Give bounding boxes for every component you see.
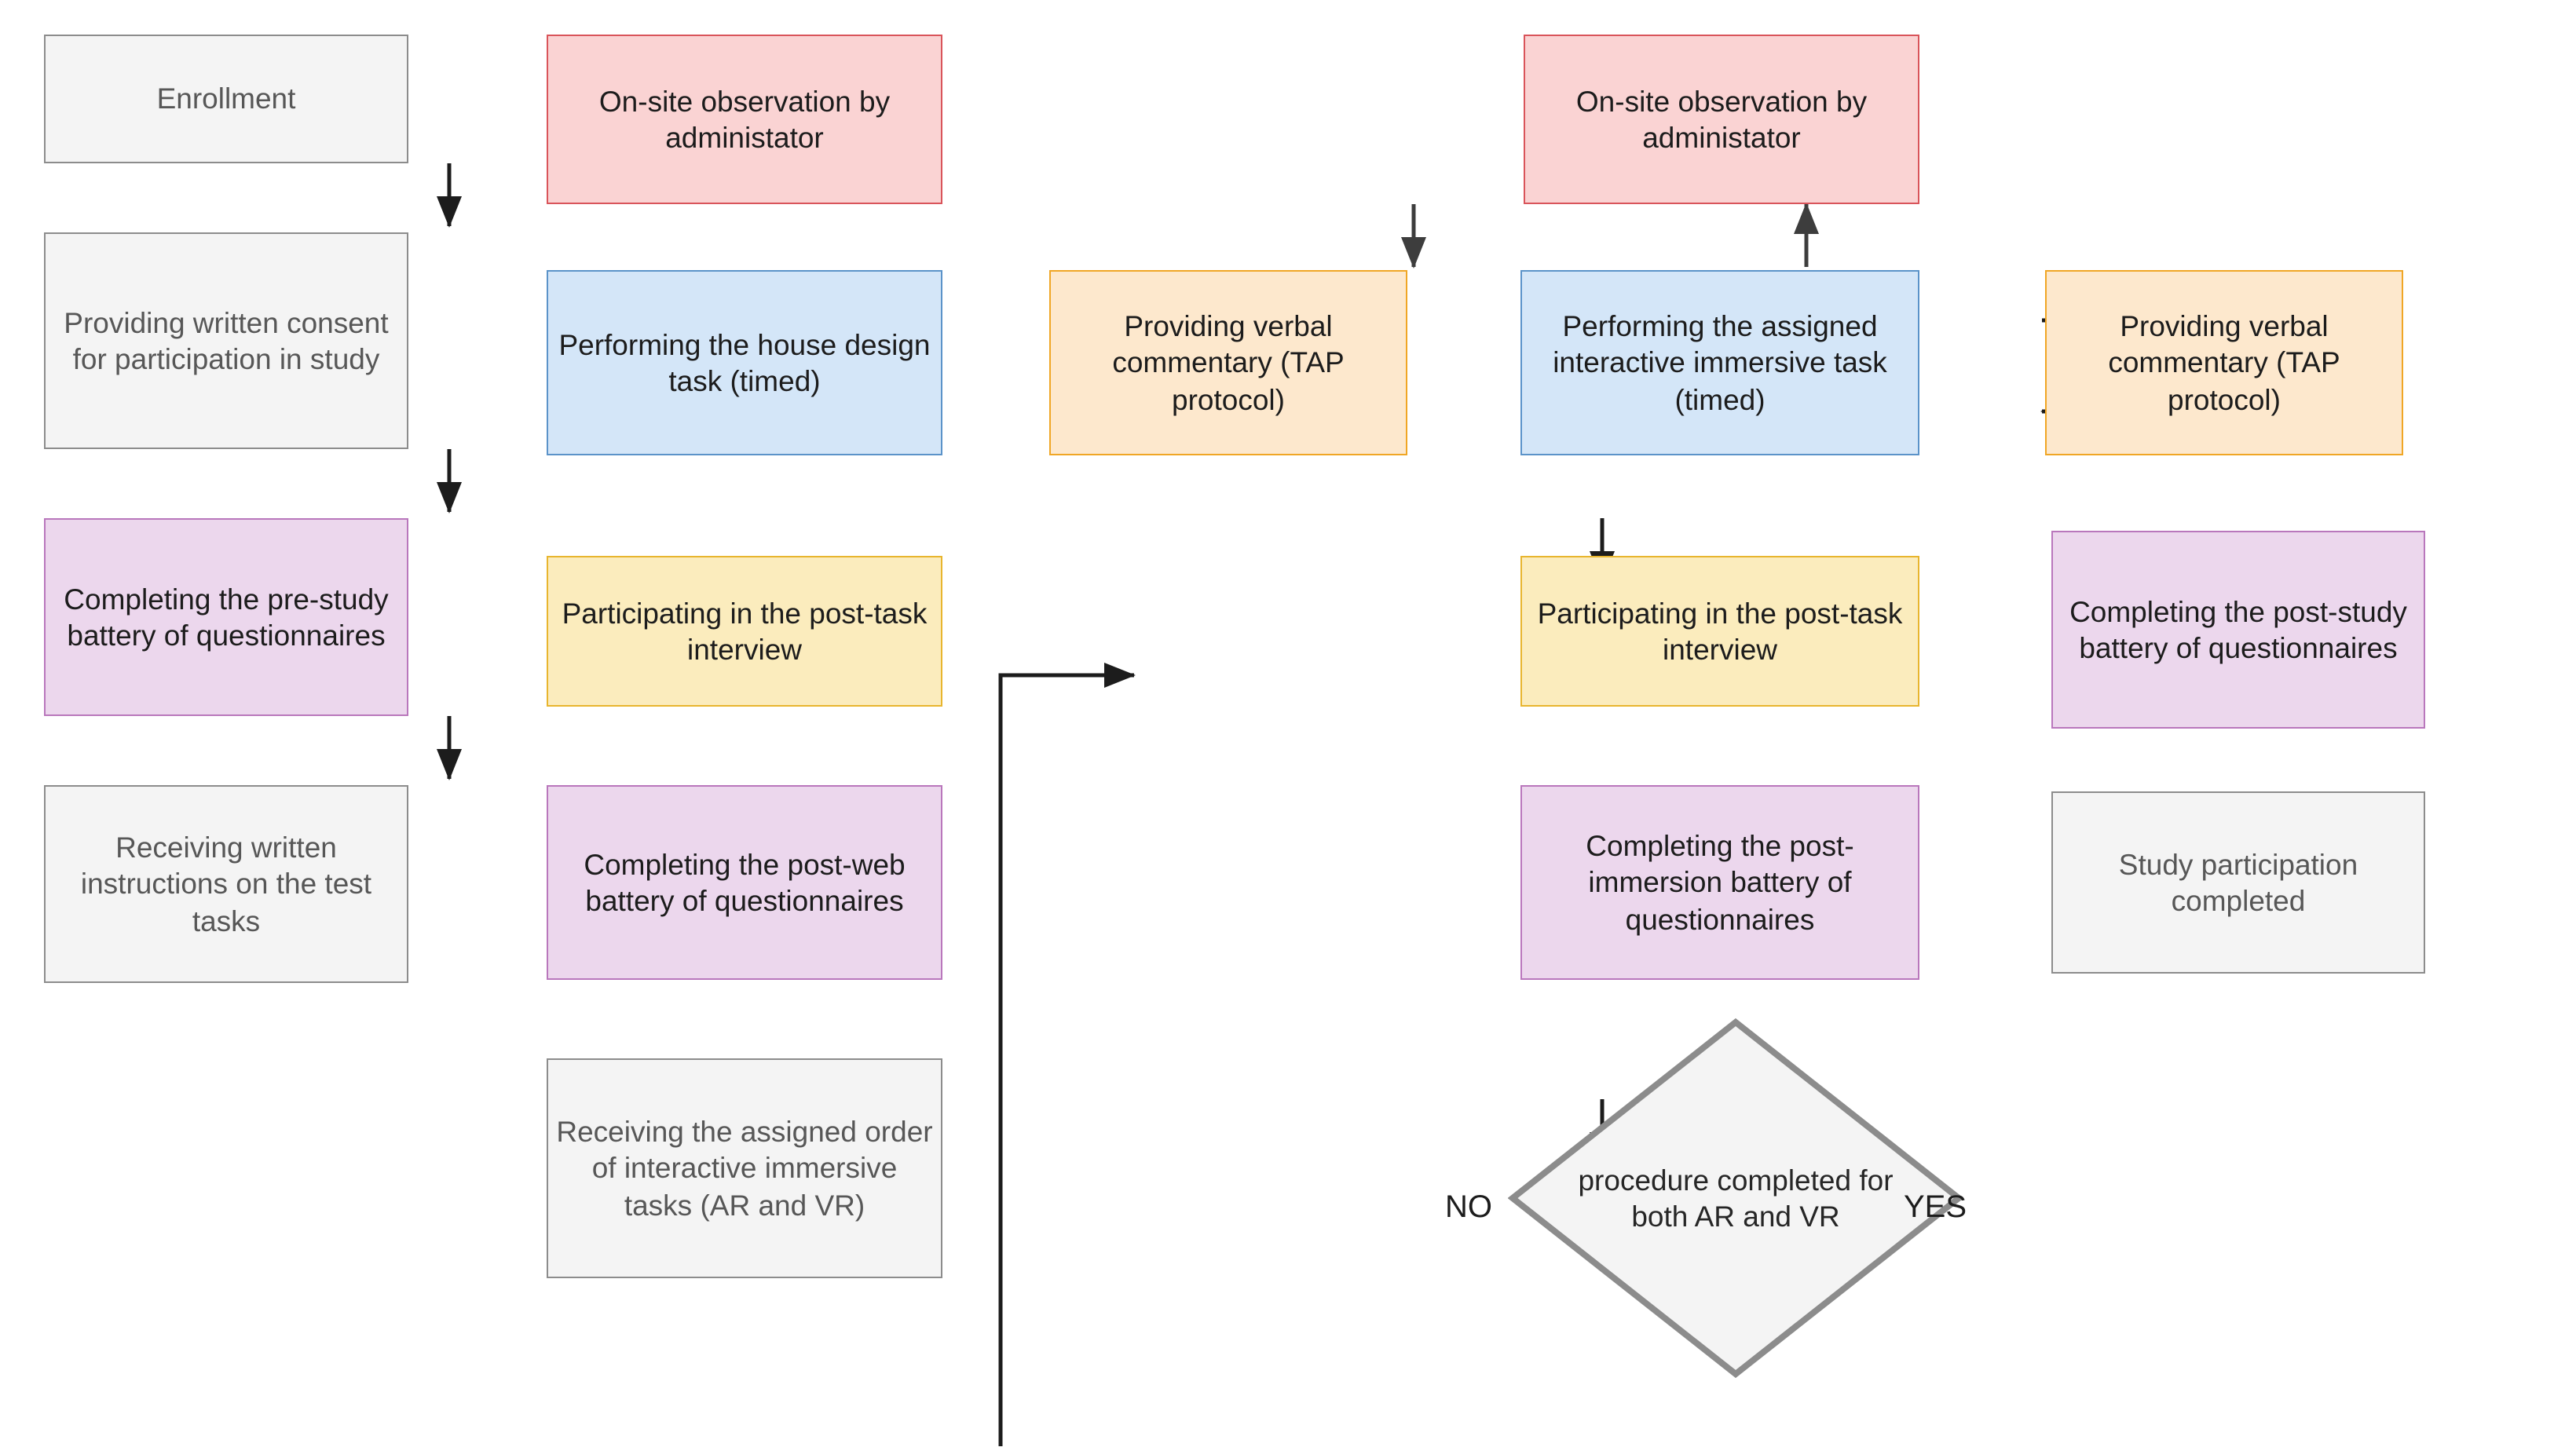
node-post-task-interview-left-label: Participating in the post-task interview	[562, 596, 928, 666]
node-decision-label: procedure completed for both AR and VR	[1578, 1163, 1894, 1233]
node-assigned-order-label: Receiving the assigned order of interact…	[556, 1114, 933, 1222]
node-tap-left[interactable]: Providing verbal commentary (TAP protoco…	[1049, 270, 1407, 455]
node-tap-right-label: Providing verbal commentary (TAP protoco…	[2108, 309, 2340, 416]
node-observation-right-label: On-site observation by administator	[1575, 84, 1868, 154]
node-decision[interactable]: procedure completed for both AR and VR	[1508, 1018, 1963, 1379]
node-consent-label: Providing written consent for participat…	[64, 305, 389, 375]
node-immersive-task-label: Performing the assigned interactive imme…	[1553, 309, 1887, 416]
node-assigned-order[interactable]: Receiving the assigned order of interact…	[547, 1058, 942, 1278]
node-post-web-questionnaires[interactable]: Completing the post-web battery of quest…	[547, 785, 942, 980]
node-post-task-interview-right-label: Participating in the post-task interview	[1537, 596, 1903, 666]
node-observation-right[interactable]: On-site observation by administator	[1524, 35, 1919, 204]
node-post-task-interview-left[interactable]: Participating in the post-task interview	[547, 556, 942, 707]
node-written-instructions[interactable]: Receiving written instructions on the te…	[44, 785, 408, 983]
branch-label-yes: YES	[1904, 1190, 1967, 1225]
node-post-immersion-questionnaires[interactable]: Completing the post-immersion battery of…	[1520, 785, 1919, 980]
node-observation-left[interactable]: On-site observation by administator	[547, 35, 942, 204]
node-house-design-task[interactable]: Performing the house design task (timed)	[547, 270, 942, 455]
node-house-design-task-label: Performing the house design task (timed)	[558, 327, 931, 397]
node-enrollment[interactable]: Enrollment	[44, 35, 408, 163]
node-tap-right[interactable]: Providing verbal commentary (TAP protoco…	[2045, 270, 2403, 455]
decision-diamond-shape	[1508, 1018, 1963, 1379]
node-study-completed[interactable]: Study participation completed	[2051, 791, 2425, 974]
node-post-study-questionnaires-label: Completing the post-study battery of que…	[2069, 594, 2407, 664]
node-observation-left-label: On-site observation by administator	[598, 84, 891, 154]
node-post-immersion-questionnaires-label: Completing the post-immersion battery of…	[1586, 828, 1854, 936]
node-pre-study-questionnaires-label: Completing the pre-study battery of ques…	[64, 582, 389, 652]
node-post-task-interview-right[interactable]: Participating in the post-task interview	[1520, 556, 1919, 707]
node-study-completed-label: Study participation completed	[2118, 847, 2358, 917]
node-post-study-questionnaires[interactable]: Completing the post-study battery of que…	[2051, 531, 2425, 729]
node-consent[interactable]: Providing written consent for participat…	[44, 232, 408, 449]
node-written-instructions-label: Receiving written instructions on the te…	[80, 830, 372, 937]
node-enrollment-label: Enrollment	[156, 82, 296, 115]
branch-label-no: NO	[1445, 1190, 1492, 1225]
edge-assignedorder-to-immersivetask	[1998, 628, 2576, 1446]
node-pre-study-questionnaires[interactable]: Completing the pre-study battery of ques…	[44, 518, 408, 716]
node-immersive-task[interactable]: Performing the assigned interactive imme…	[1520, 270, 1919, 455]
node-tap-left-label: Providing verbal commentary (TAP protoco…	[1112, 309, 1345, 416]
node-post-web-questionnaires-label: Completing the post-web battery of quest…	[584, 847, 906, 917]
